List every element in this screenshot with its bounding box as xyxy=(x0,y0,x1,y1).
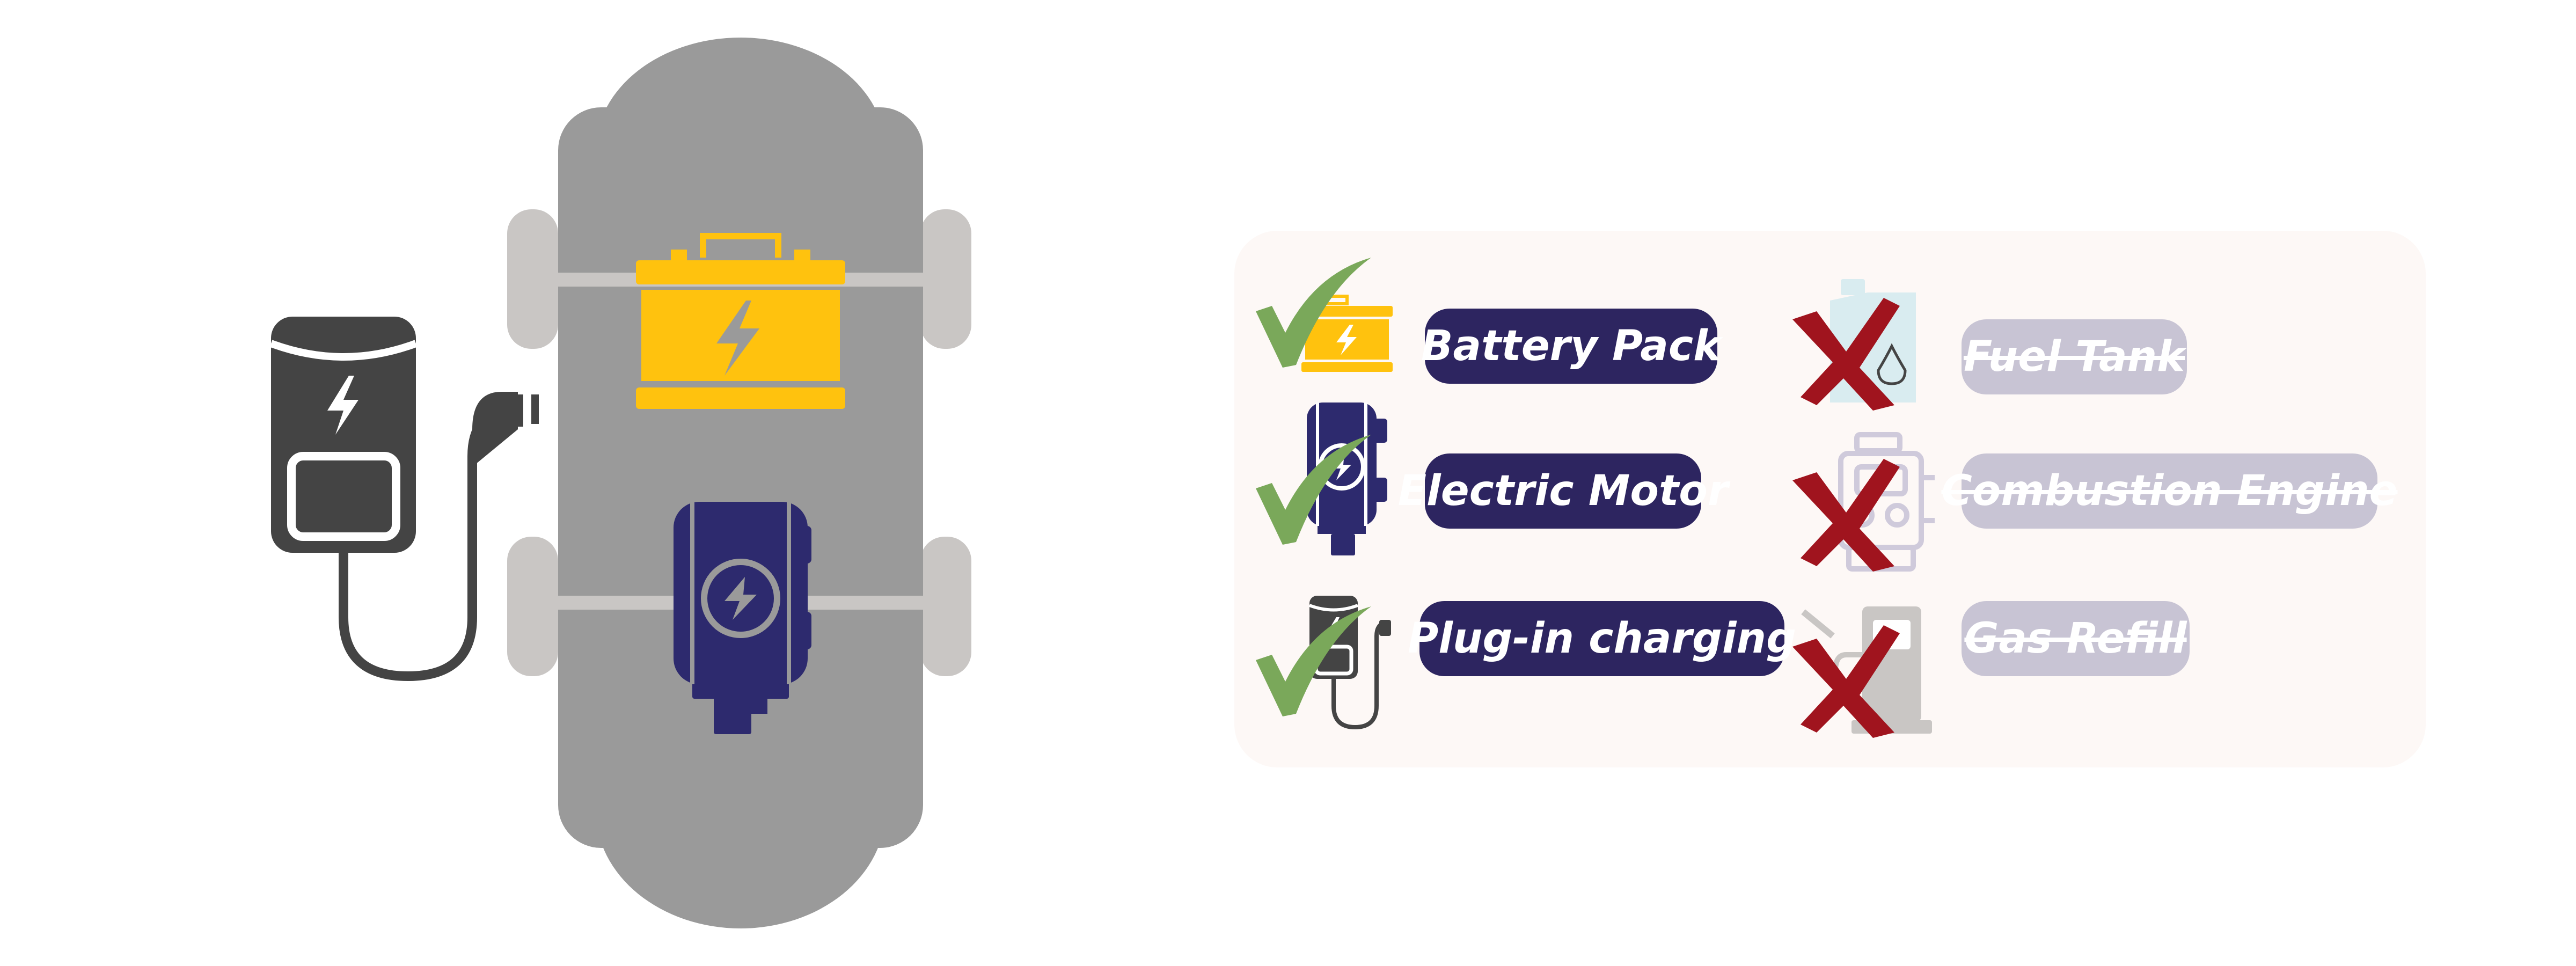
included-battery-row-icon xyxy=(1256,258,1393,372)
ev-illustration xyxy=(269,38,971,928)
cross-icon xyxy=(1792,298,1900,411)
electric-motor-label: Electric Motor xyxy=(1398,453,1728,529)
electric-motor-icon xyxy=(674,502,811,734)
wheel-rear-left xyxy=(507,537,558,676)
gas-refill-label: Gas Refill xyxy=(1962,601,2190,676)
cross-icon xyxy=(1792,625,1900,738)
battery-icon xyxy=(1301,295,1393,372)
checkmark-icon xyxy=(1256,435,1371,545)
included-motor-row-icon xyxy=(1256,402,1387,555)
wheel-front-left xyxy=(507,209,558,349)
excluded-gas-pump-row-icon xyxy=(1792,606,1932,738)
plug-in-charging-label: Plug-in charging xyxy=(1408,601,1796,676)
battery-icon xyxy=(636,233,845,409)
charger-plug-icon xyxy=(269,317,539,682)
combustion-engine-label: Combustion Engine xyxy=(1942,453,2398,529)
wheel-front-right xyxy=(920,209,971,349)
excluded-engine-row-icon xyxy=(1792,432,1935,572)
fuel-tank-label: Fuel Tank xyxy=(1962,319,2187,394)
cross-icon xyxy=(1792,459,1900,572)
checkmark-icon xyxy=(1256,606,1371,716)
wheel-rear-right xyxy=(920,537,971,676)
electric-motor-icon xyxy=(1307,402,1387,555)
checkmark-icon xyxy=(1256,258,1371,368)
included-charger-row-icon xyxy=(1256,596,1391,730)
excluded-fuel-tank-row-icon xyxy=(1792,279,1916,411)
battery-pack-label: Battery Pack xyxy=(1421,309,1721,384)
car-body xyxy=(558,38,923,928)
